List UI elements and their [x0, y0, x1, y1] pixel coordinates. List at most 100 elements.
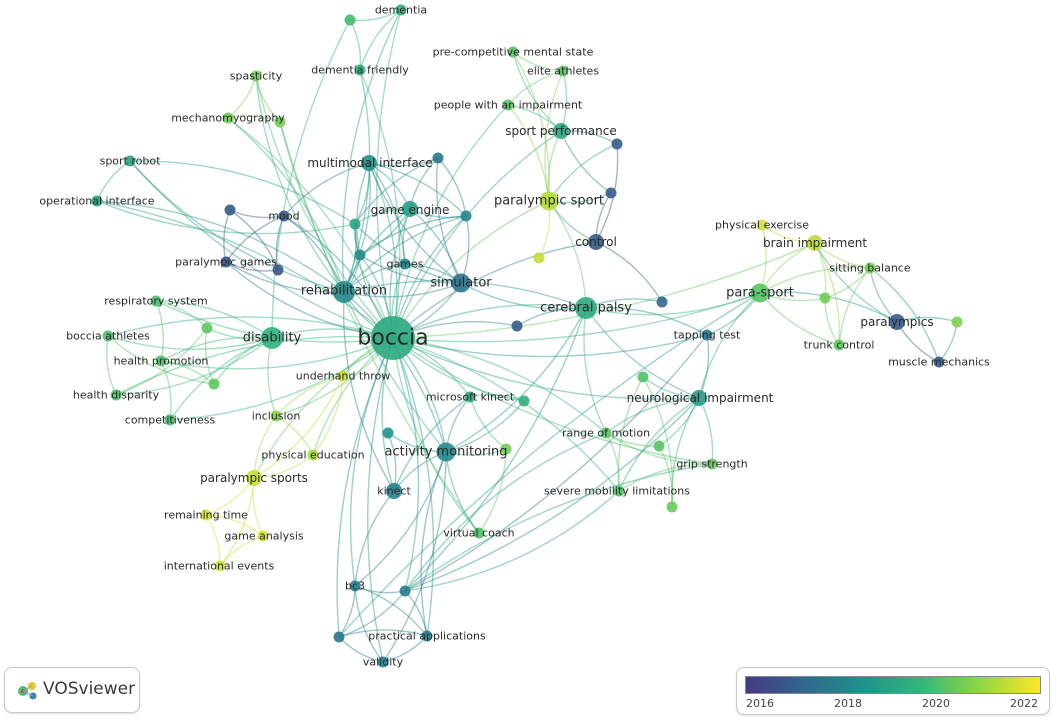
keyword-node-physical-exercise[interactable] — [756, 219, 768, 231]
keyword-node-virtual-coach[interactable] — [473, 527, 485, 539]
keyword-node[interactable] — [518, 395, 530, 407]
keyword-label-games[interactable]: games — [387, 258, 424, 271]
keyword-node-game-engine[interactable] — [402, 201, 418, 217]
keyword-node-rehabilitation[interactable] — [333, 281, 355, 303]
keyword-node-paralympic-sports[interactable] — [246, 470, 262, 486]
keyword-label-paralympic-sports[interactable]: paralympic sports — [200, 471, 308, 485]
keyword-node-kinect[interactable] — [386, 483, 402, 499]
keyword-label-tapping-test[interactable]: tapping test — [674, 329, 741, 342]
keyword-node[interactable] — [611, 138, 623, 150]
keyword-label-international-events[interactable]: international events — [164, 560, 275, 573]
keyword-node-dementia-friendly[interactable] — [354, 64, 366, 76]
keyword-node[interactable] — [511, 320, 523, 332]
keyword-node-validity[interactable] — [377, 656, 389, 668]
keyword-node-practical-applications[interactable] — [421, 630, 433, 642]
keyword-node-boccia-athletes[interactable] — [102, 330, 114, 342]
keyword-label-severe-mobility-limitations[interactable]: severe mobility limitations — [544, 485, 690, 498]
keyword-label-multimodal-interface[interactable]: multimodal interface — [307, 156, 432, 170]
keyword-node-games[interactable] — [399, 258, 411, 270]
keyword-node-dementia[interactable] — [395, 4, 407, 16]
keyword-label-underhand-throw[interactable]: underhand throw — [296, 370, 390, 383]
keyword-label-disability[interactable]: disability — [243, 331, 302, 346]
keyword-label-paralympic-games[interactable]: paralympic games — [175, 256, 277, 269]
keyword-node-spasticity[interactable] — [250, 70, 262, 82]
keyword-node-health-disparity[interactable] — [110, 389, 122, 401]
keyword-node-trunk-control[interactable] — [833, 339, 845, 351]
keyword-node[interactable] — [656, 296, 668, 308]
keyword-node[interactable] — [460, 210, 472, 222]
keyword-node[interactable] — [819, 292, 831, 304]
keyword-node-sport-performance[interactable] — [553, 123, 569, 139]
keyword-node[interactable] — [951, 316, 963, 328]
keyword-label-simulator[interactable]: simulator — [430, 276, 492, 291]
keyword-node[interactable] — [500, 443, 512, 455]
keyword-node-paralympic-sport[interactable] — [539, 191, 559, 211]
keyword-node-underhand-throw[interactable] — [337, 370, 349, 382]
keyword-node-para-sport[interactable] — [750, 283, 770, 303]
keyword-node[interactable] — [354, 249, 366, 261]
keyword-label-physical-education[interactable]: physical education — [261, 449, 364, 462]
keyword-label-pre-competitive-mental-state[interactable]: pre-competitive mental state — [433, 46, 594, 59]
keyword-node[interactable] — [432, 152, 444, 164]
keyword-node-health-promotion[interactable] — [155, 355, 167, 367]
keyword-node-game-analysis[interactable] — [257, 530, 269, 542]
keyword-label-cerebral-palsy[interactable]: cerebral palsy — [540, 301, 632, 316]
keyword-label-game-analysis[interactable]: game analysis — [224, 530, 304, 543]
keyword-label-spasticity[interactable]: spasticity — [230, 70, 283, 83]
keyword-node-bc3[interactable] — [349, 580, 361, 592]
keyword-node-physical-education[interactable] — [307, 449, 319, 461]
keyword-node-range-of-motion[interactable] — [600, 427, 612, 439]
keyword-node[interactable] — [399, 585, 411, 597]
keyword-label-dementia[interactable]: dementia — [375, 4, 427, 17]
keyword-node-severe-mobility-limitations[interactable] — [613, 485, 625, 497]
keyword-node[interactable] — [637, 371, 649, 383]
keyword-node[interactable] — [605, 187, 617, 199]
keyword-label-sitting-balance[interactable]: sitting balance — [829, 262, 910, 275]
keyword-node-paralympic-games[interactable] — [220, 256, 232, 268]
keyword-node-competitiveness[interactable] — [164, 414, 176, 426]
keyword-label-brain-impairment[interactable]: brain impairment — [763, 236, 867, 250]
keyword-label-sport-robot[interactable]: sport robot — [100, 155, 161, 168]
keyword-label-sport-performance[interactable]: sport performance — [505, 124, 617, 138]
keyword-label-neurological-impairment[interactable]: neurological impairment — [627, 391, 774, 405]
keyword-node[interactable] — [666, 501, 678, 513]
keyword-node-remaining-time[interactable] — [200, 509, 212, 521]
keyword-label-kinect[interactable]: kinect — [377, 485, 411, 498]
keyword-node[interactable] — [533, 252, 545, 264]
keyword-node-sitting-balance[interactable] — [864, 262, 876, 274]
keyword-label-health-promotion[interactable]: health promotion — [114, 355, 209, 368]
keyword-node-simulator[interactable] — [451, 273, 471, 293]
keyword-label-trunk-control[interactable]: trunk control — [804, 339, 875, 352]
keyword-label-paralympic-sport[interactable]: paralympic sport — [494, 194, 604, 209]
keyword-label-para-sport[interactable]: para-sport — [726, 286, 794, 301]
keyword-node-respiratory-system[interactable] — [150, 295, 162, 307]
keyword-node[interactable] — [272, 264, 284, 276]
keyword-node-operational-interface[interactable] — [91, 195, 103, 207]
keyword-node-boccia[interactable] — [371, 316, 415, 360]
keyword-label-remaining-time[interactable]: remaining time — [164, 509, 248, 522]
keyword-node-international-events[interactable] — [214, 560, 226, 572]
keyword-label-inclusion[interactable]: inclusion — [252, 410, 301, 423]
keyword-node-tapping-test[interactable] — [701, 329, 713, 341]
keyword-node-multimodal-interface[interactable] — [361, 155, 377, 171]
keyword-label-paralympics[interactable]: paralympics — [860, 315, 933, 329]
keyword-node[interactable] — [224, 204, 236, 216]
keyword-node-mechanomyography[interactable] — [222, 112, 234, 124]
keyword-label-practical-applications[interactable]: practical applications — [368, 630, 486, 643]
keyword-label-game-engine[interactable]: game engine — [371, 203, 450, 217]
keyword-label-health-disparity[interactable]: health disparity — [73, 389, 160, 402]
keyword-node-disability[interactable] — [261, 327, 283, 349]
keyword-node-cerebral-palsy[interactable] — [575, 297, 597, 319]
keyword-node-control[interactable] — [588, 234, 604, 250]
keyword-node[interactable] — [208, 378, 220, 390]
keyword-label-control[interactable]: control — [575, 235, 617, 249]
keyword-node-neurological-impairment[interactable] — [691, 390, 707, 406]
keyword-node[interactable] — [333, 631, 345, 643]
keyword-node-paralympics[interactable] — [889, 314, 905, 330]
keyword-label-respiratory-system[interactable]: respiratory system — [104, 295, 207, 308]
keyword-node-inclusion[interactable] — [270, 410, 282, 422]
keyword-node[interactable] — [382, 427, 394, 439]
keyword-label-virtual-coach[interactable]: virtual coach — [443, 527, 514, 540]
keyword-label-rehabilitation[interactable]: rehabilitation — [301, 284, 387, 299]
keyword-label-boccia[interactable]: boccia — [357, 326, 428, 351]
